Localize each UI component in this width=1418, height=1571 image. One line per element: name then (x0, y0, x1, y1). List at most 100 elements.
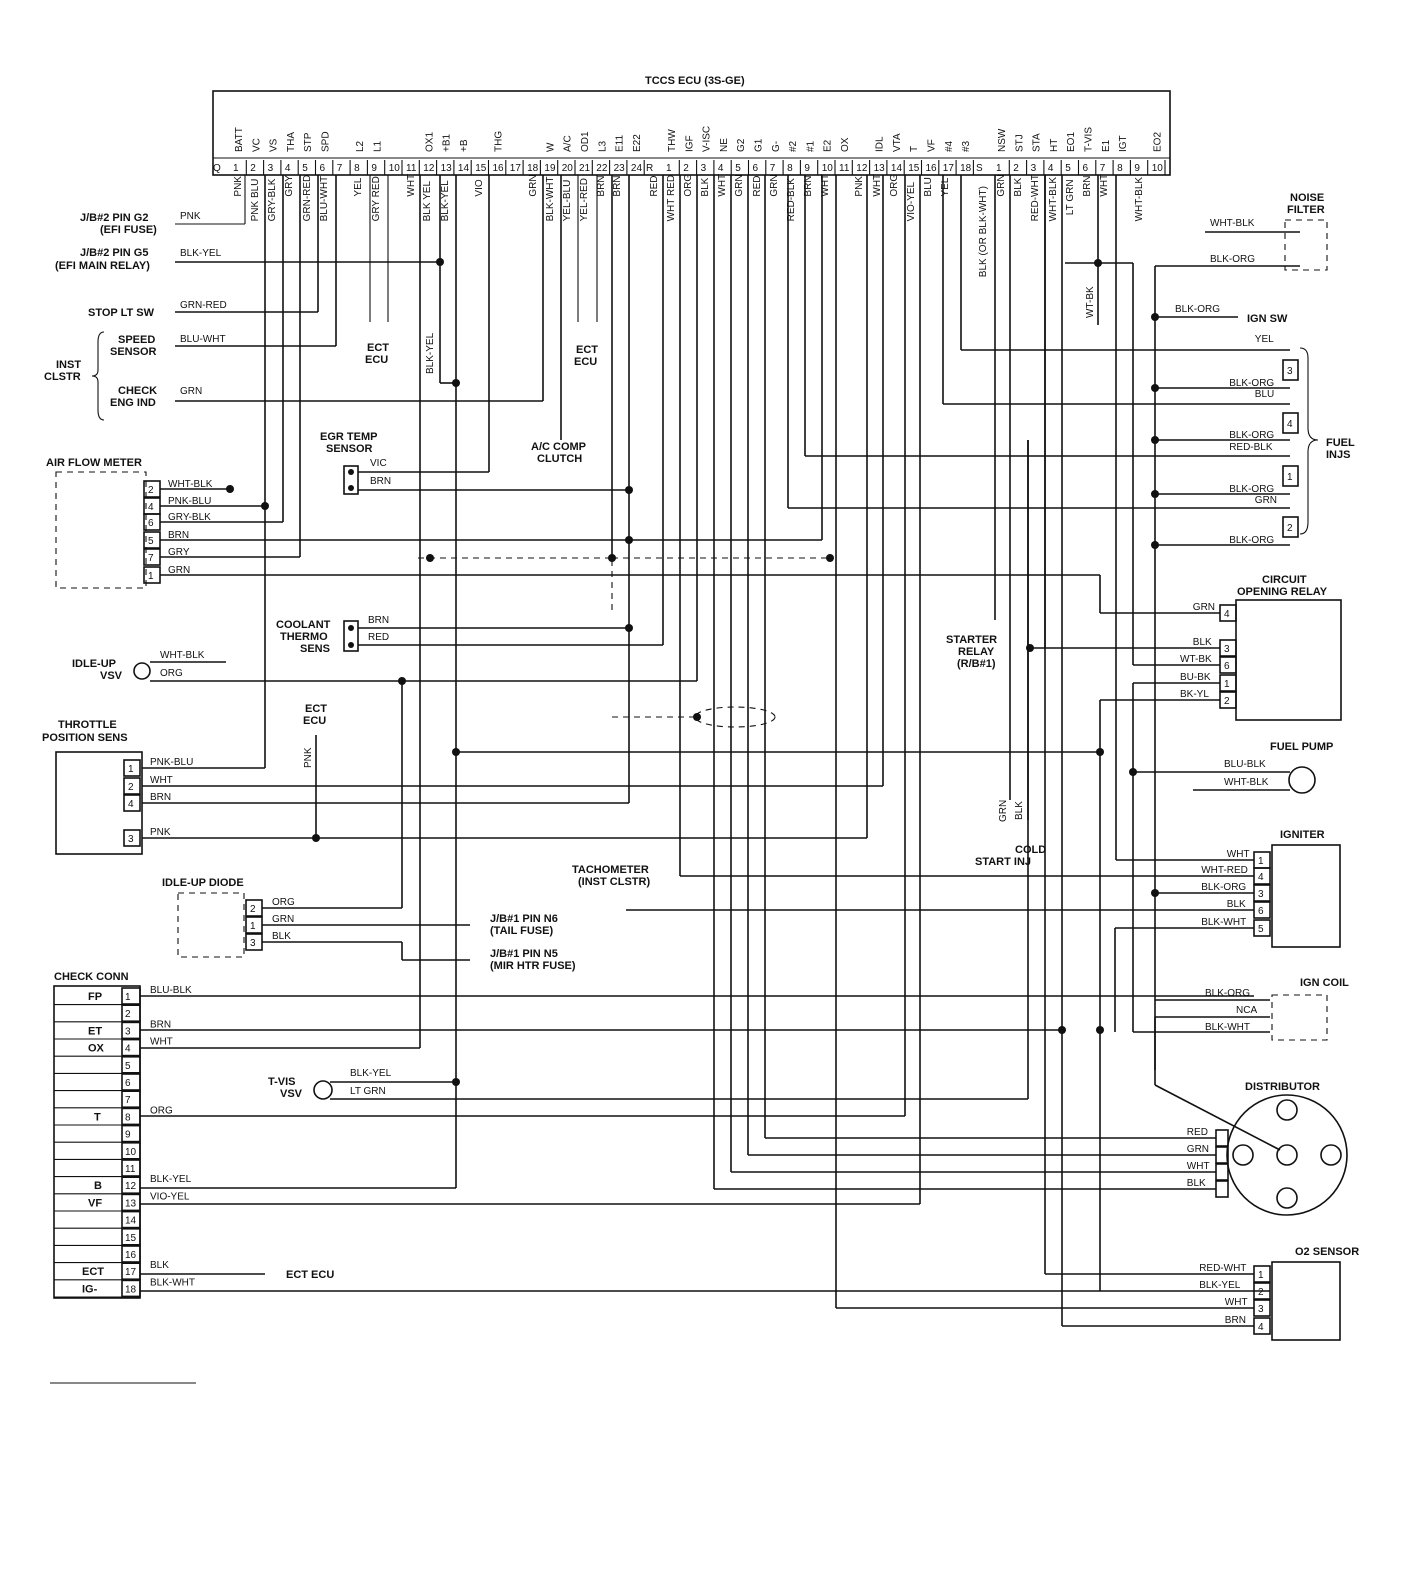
ecu-pin-number: 12 (856, 163, 868, 174)
cor-pin: 2 (1224, 696, 1230, 707)
ecu-signal-label: VTA (892, 133, 903, 152)
ecu-title: TCCS ECU (3S-GE) (645, 75, 745, 87)
inj-wire-label: BLK-ORG (1229, 430, 1274, 441)
idle-vsv-org: ORG (160, 668, 183, 679)
ecu-signal-label: G1 (754, 138, 765, 152)
ecu-pin-number: 17 (943, 163, 955, 174)
ecu-signal-label: #1 (805, 140, 816, 152)
ecu-signal-label: NSW (997, 128, 1008, 152)
ecu-pin-number: 20 (562, 163, 574, 174)
inj-wire-label: BLU (1255, 389, 1274, 400)
ecu-signal-label: IGT (1118, 135, 1129, 152)
ecu-wire-color: GRY-BLK (267, 178, 278, 221)
ecu-signal-label: OX (840, 137, 851, 152)
o2-wire-label: RED-WHT (1199, 1263, 1246, 1274)
ecu-wire-color: ORG (889, 174, 900, 197)
ecu-pin-number: 8 (787, 163, 793, 174)
ect-ecu-3b: ECU (303, 715, 326, 727)
tach-1: TACHOMETER (572, 864, 649, 876)
ecu-signal-label: G- (771, 141, 782, 152)
ecu-signal-label: THW (667, 129, 678, 152)
ecu-wire-color: ORG (683, 174, 694, 197)
inst-clstr-2: CLSTR (44, 371, 81, 383)
cc-pin: 14 (125, 1216, 137, 1227)
ecu-pin-number: 1 (233, 163, 239, 174)
ecu-pin-number: 7 (337, 163, 343, 174)
cc-pin: 10 (125, 1147, 137, 1158)
tps-pin: 2 (128, 782, 134, 793)
o2-pin: 4 (1258, 1322, 1264, 1333)
ecu-signal-label: EO2 (1153, 132, 1164, 152)
jb2-g5-label: J/B#2 PIN G5 (80, 247, 148, 259)
jb1-n6-1: J/B#1 PIN N6 (490, 913, 558, 925)
ecu-row-prefix: Q (213, 163, 221, 174)
ecu-signal-label: THG (494, 131, 505, 152)
cc-name: OX (88, 1043, 105, 1055)
ecu-pin-number: 22 (596, 163, 608, 174)
tps-wire-label: PNK (150, 827, 171, 838)
ecu-wire-color: BRN (1082, 175, 1093, 196)
ecu-pin-number: 9 (804, 163, 810, 174)
diode-wire-label: BLK (272, 931, 291, 942)
ect-ecu-2: ECT (576, 344, 598, 356)
injector-number: 3 (1287, 366, 1293, 377)
coolant-red: RED (368, 632, 389, 643)
ect-ecu-1: ECT (367, 342, 389, 354)
igniter-pin: 5 (1258, 924, 1264, 935)
ecu-wire-color: BLK (1013, 177, 1024, 196)
afm-wire-label: BRN (168, 530, 189, 541)
afm-wire-label: GRY-BLK (168, 512, 211, 523)
coil-blk-wht: BLK-WHT (1205, 1022, 1250, 1033)
dist-wire-label: BLK (1187, 1178, 1206, 1189)
right-components: NOISE FILTER WHT-BLK BLK-ORG WT-BK IGN S… (452, 175, 1359, 1341)
ign-sw-label: IGN SW (1247, 313, 1288, 325)
starter-1: STARTER (946, 634, 997, 646)
diode-pin: 1 (250, 921, 256, 932)
ign-sw-wire: BLK-ORG (1175, 304, 1220, 315)
ecu-pin-number: 9 (1134, 163, 1140, 174)
igniter-pin: 3 (1258, 889, 1264, 900)
ecu-pin-number: 7 (1100, 163, 1106, 174)
ecu-wire-color: WHT (820, 174, 831, 197)
ecu-wire-color: LT GRN (1065, 179, 1076, 215)
cc-pin: 18 (125, 1284, 137, 1295)
ecu-pin-number: 1 (666, 163, 672, 174)
diode-wire-label: ORG (272, 897, 295, 908)
cc-pin: 12 (125, 1181, 137, 1192)
inj-wire-label: BLK-ORG (1229, 378, 1274, 389)
cc-pin: 17 (125, 1267, 137, 1278)
inj-wire-label: GRN (1255, 495, 1277, 506)
cc-pin: 4 (125, 1044, 131, 1055)
ecu-signal-label: VC (251, 138, 262, 152)
coil-nca: NCA (1236, 1005, 1257, 1016)
igniter-pin: 1 (1258, 856, 1264, 867)
ecu-pin-number: 5 (735, 163, 741, 174)
ecu-signal-label: IGF (684, 135, 695, 152)
ecu-wire-color: PNK (854, 176, 865, 197)
ecu-wire-color: YEL (353, 177, 364, 196)
cor-1: CIRCUIT (1262, 574, 1307, 586)
igniter-pin: 4 (1258, 872, 1264, 883)
cc-wire-label: VIO-YEL (150, 1191, 190, 1202)
cc-ect-ecu: ECT ECU (286, 1269, 334, 1281)
o2-wire-label: BRN (1225, 1315, 1246, 1326)
stop-lt-wire: GRN-RED (180, 300, 227, 311)
afm-wire-label: WHT-BLK (168, 479, 213, 490)
dist-wire-label: GRN (1187, 1144, 1209, 1155)
afm-pin: 4 (148, 502, 154, 513)
igniter-wire-label: BLK-ORG (1201, 882, 1246, 893)
ecu-pin-number: 3 (1031, 163, 1037, 174)
ecu-pin-number: 24 (631, 163, 643, 174)
fuel-pump-label: FUEL PUMP (1270, 741, 1333, 753)
ecu-pin-number: 15 (475, 163, 487, 174)
cold-blk: BLK (1014, 801, 1025, 820)
ecu-wire-color: GRN-RED (302, 175, 313, 222)
coolant-3: SENS (300, 643, 330, 655)
ecu-signal-label: BATT (234, 127, 245, 152)
afm-wire-label: GRY (168, 547, 190, 558)
ecu-pin-number: 8 (354, 163, 360, 174)
o2-pin: 2 (1258, 1287, 1264, 1298)
egr-vic: VIC (370, 458, 387, 469)
cc-name: VF (88, 1197, 102, 1209)
